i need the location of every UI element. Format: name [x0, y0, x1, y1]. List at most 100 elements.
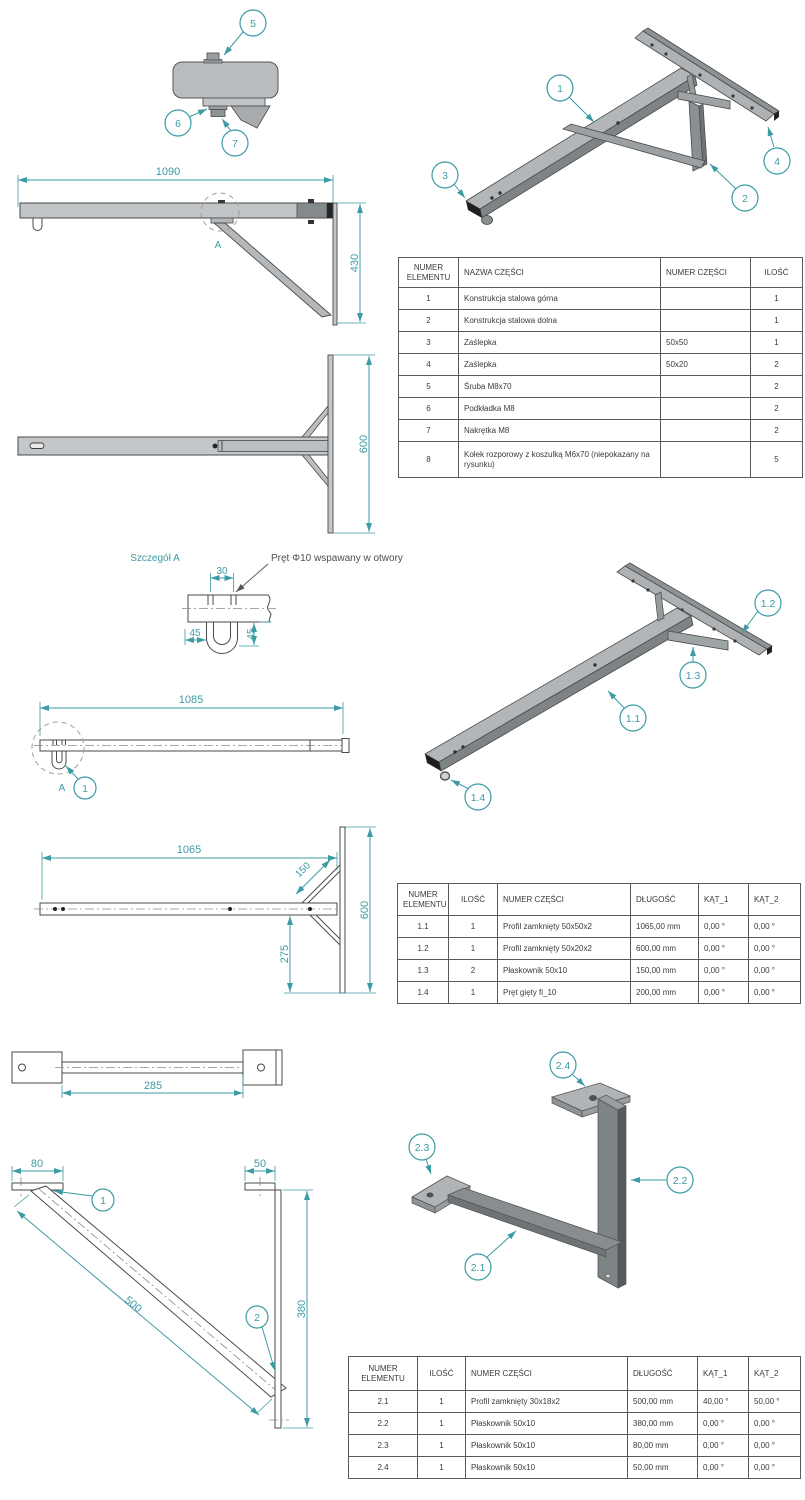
dim-45-right: 45	[239, 621, 271, 647]
table-row: 3 Zaślepka 50x50 1	[398, 331, 803, 354]
hole	[426, 1192, 434, 1198]
bar-body	[34, 738, 350, 770]
hook	[32, 218, 43, 231]
upper-parts-header-row: NUMER ELEMENTU ILOŚĆ NUMER CZĘŚCI DŁUGOŚ…	[397, 883, 801, 916]
diagonal-tube	[30, 1185, 287, 1398]
annotation-leader	[235, 563, 269, 593]
svg-text:1.3: 1.3	[686, 670, 701, 682]
vertical-bar	[597, 1094, 627, 1289]
col-kat-1: KĄT_1	[697, 1356, 749, 1391]
col-dlugosc: DŁUGOŚĆ	[627, 1356, 698, 1391]
col-ilosc: ILOŚĆ	[417, 1356, 466, 1391]
hole	[18, 1063, 26, 1072]
col-kat-1: KĄT_1	[698, 883, 749, 916]
col-kat-2: KĄT_2	[748, 1356, 801, 1391]
bolt-head	[218, 200, 225, 204]
table-row: 2.4 1 Płaskownik 50x10 50,00 mm 0,00 ° 0…	[348, 1456, 801, 1479]
bar-1085-drawing: 1085 A 1	[31, 694, 350, 800]
side-view-drawing: 1090 A 430	[17, 166, 366, 326]
end-cap-right	[767, 646, 772, 655]
beam-plan	[34, 902, 343, 916]
svg-text:1: 1	[557, 83, 563, 95]
lower-support	[562, 100, 708, 172]
col-ilosc: ILOŚĆ	[750, 257, 803, 288]
svg-text:50: 50	[254, 1158, 266, 1170]
callout-1: 1	[65, 765, 97, 800]
svg-text:500: 500	[122, 1294, 144, 1315]
svg-text:1.1: 1.1	[626, 713, 641, 725]
svg-text:1065: 1065	[177, 844, 201, 856]
col-ilosc: ILOŚĆ	[448, 883, 498, 916]
dim-275: 275	[279, 916, 293, 992]
svg-text:45: 45	[246, 628, 257, 640]
detail-a-marker: A	[200, 192, 240, 251]
callout-5: 5	[223, 9, 267, 56]
dim-600: 600	[284, 826, 376, 994]
svg-text:5: 5	[250, 18, 256, 30]
svg-text:275: 275	[279, 945, 291, 963]
detail-a-drawing: Szczegół A Pręt Φ10 wspawany w otwory 30…	[130, 553, 403, 654]
wedge	[230, 105, 271, 129]
svg-text:1.4: 1.4	[471, 792, 486, 804]
callout-1-1: 1.1	[607, 690, 647, 732]
gusset-plate	[677, 73, 731, 110]
washer	[208, 105, 228, 110]
svg-text:2.3: 2.3	[415, 1142, 430, 1154]
wall-bar-top	[301, 354, 334, 534]
bolt-detail-body	[172, 52, 279, 129]
hook	[481, 215, 493, 225]
dim-50: 50	[244, 1158, 276, 1181]
table-row: 8 Kołek rozporowy z koszulką M6x70 (niep…	[398, 441, 803, 478]
slot-hole	[29, 442, 45, 449]
svg-text:30: 30	[216, 566, 228, 577]
col-numer-czesci: NUMER CZĘŚCI	[497, 883, 631, 916]
inner-bar	[217, 440, 329, 452]
svg-text:A: A	[215, 240, 222, 251]
svg-text:2: 2	[254, 1312, 260, 1324]
upper-plan-drawing: 1065 150 600 275	[34, 826, 376, 994]
dim-1090: 1090	[17, 166, 334, 207]
dim-285: 285	[61, 1075, 244, 1098]
lower-plan-drawing: 285	[11, 1049, 283, 1098]
wall-plate	[332, 202, 338, 326]
hole	[212, 443, 218, 449]
hole	[257, 1063, 265, 1072]
table-row: 6 Podkładka M8 2	[398, 397, 803, 420]
bar-section	[182, 594, 278, 623]
svg-text:2.4: 2.4	[556, 1060, 571, 1072]
col-numer-elementu: NUMER ELEMENTU	[397, 883, 449, 916]
beam-side	[19, 200, 334, 231]
callout-1-2: 1.2	[741, 589, 782, 634]
svg-text:150: 150	[293, 860, 313, 880]
end-cap-front	[425, 754, 441, 771]
callout-4: 4	[763, 126, 791, 175]
col-numer-elementu: NUMER ELEMENTU	[348, 1356, 418, 1391]
table-row: 1.4 1 Pręt gięty fi_10 200,00 mm 0,00 ° …	[397, 981, 801, 1004]
dim-150: 150	[293, 859, 331, 895]
table-row: 4 Zaślepka 50x20 2	[398, 353, 803, 376]
gusset-plate	[654, 591, 729, 651]
callout-1: 1	[546, 74, 595, 123]
svg-text:380: 380	[296, 1300, 308, 1318]
nut	[210, 109, 226, 117]
detail-title: Szczegół A	[130, 553, 180, 564]
svg-text:80: 80	[31, 1158, 43, 1170]
col-nazwa-czesci: NAZWA CZĘŚCI	[458, 257, 661, 288]
dim-430: 430	[337, 202, 366, 324]
svg-text:4: 4	[774, 156, 780, 168]
beam-top	[17, 436, 329, 456]
svg-text:1090: 1090	[156, 166, 180, 178]
callout-2-3: 2.3	[408, 1133, 436, 1175]
callout-2-1: 2.1	[464, 1230, 517, 1281]
hook	[51, 751, 67, 770]
svg-text:3: 3	[442, 170, 448, 182]
detail-a-label: A	[59, 783, 66, 794]
detail-a-circle	[31, 721, 85, 775]
table-row: 2 Konstrukcja stalowa dolna 1	[398, 309, 803, 332]
svg-text:1085: 1085	[179, 694, 203, 706]
lower-parts-header-row: NUMER ELEMENTU ILOŚĆ NUMER CZĘŚCI DŁUGOŚ…	[348, 1356, 801, 1391]
plate-top-right	[244, 1177, 276, 1196]
lower-bar-body	[11, 1049, 283, 1086]
svg-text:6: 6	[175, 118, 181, 130]
brace-and-wall	[210, 199, 338, 326]
